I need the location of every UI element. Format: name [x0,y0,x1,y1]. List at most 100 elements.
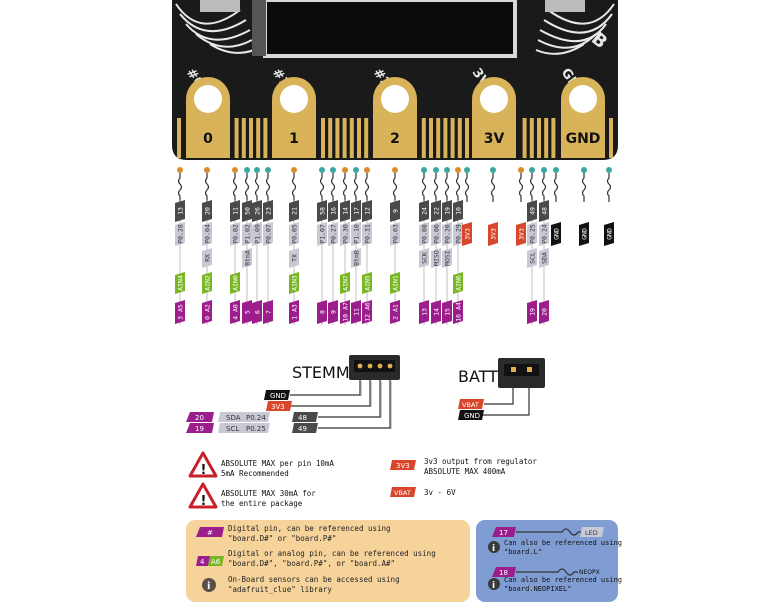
neopixel-note-line1: Can also be referenced using [504,576,622,584]
pin-wire [520,173,523,202]
stemma-scl-pin-label: 49 [298,425,307,433]
pin-wire [543,173,546,202]
pin-analog-tag-label: AIN6 [455,275,463,291]
regulator-line2: ABSOLUTE MAX 400mA [424,467,506,476]
pin-number-tag-label: 10 [455,207,463,215]
pin-digital-tag-label: 2 A1 [392,304,400,320]
pin-wire-tip [529,167,535,173]
stemma-3v3-label: 3V3 [271,403,285,411]
edge-finger [451,118,455,158]
stemma-pin-2 [368,364,373,369]
power-3v3-tag-label: 3V3 [518,228,526,240]
display-screen [265,0,515,56]
pin-wire [267,173,270,202]
pin-analog-tag-label: AIN0 [232,275,240,291]
stemma-scl-num-label: 19 [195,425,204,433]
edge-finger [263,118,267,158]
pin-wire [332,173,335,202]
edge-finger [422,118,426,158]
edge-finger [328,118,332,158]
edge-finger [256,118,260,158]
pin-digital-tag-label: 12 A6 [364,302,372,322]
edge-finger [530,118,534,158]
pin-digital-tag-label: 9 [330,310,338,314]
pin-number-tag-label: 58 [319,207,327,215]
pin-wire-tip [490,167,496,173]
led-pin-label: 17 [499,529,508,537]
batt-title: BATT [458,367,498,386]
pin-number-tag-label: 24 [421,207,429,215]
stemma-sda-pin-label: 48 [298,414,307,422]
pin-func-tag-label: MOSI [444,250,452,266]
pin-wire-tip [606,167,612,173]
pin-wire [234,173,237,202]
vbat-range-text: 3v - 6V [424,488,456,497]
pin-wire-tip [254,167,260,173]
pin-digital-tag-label: 10 A7 [342,302,350,322]
pad-label-4: GND [566,131,601,147]
batt-wires [482,388,529,415]
stemma-sda-chip-label: P0.24 [246,414,266,422]
stemma-pin-4 [388,364,393,369]
pin-chip-tag-label: P0.05 [291,224,299,244]
warning-icon: ! [190,484,216,509]
pin-digital-tag-label: 5 [244,310,252,314]
pad-label-1: 1 [289,131,299,147]
edge-finger [443,118,447,158]
pin-wire-tip [291,167,297,173]
pad-label-3: 3V [484,131,505,147]
pin-wire-tip [232,167,238,173]
pin-wire [435,173,438,202]
pin-number-tag-label: 14 [342,207,350,215]
edge-finger [177,118,181,158]
led-note-line2: "board.L" [504,548,542,556]
edge-finger [436,118,440,158]
power-gnd-tag-label: GND [581,228,589,240]
batt-pin-1 [511,367,516,372]
pin-chip-tag-label: P0.25 [529,224,537,244]
stemma-pin-3 [378,364,383,369]
regulator-3v3-label: 3V3 [396,462,410,470]
neopixel-label: NEOPX [579,569,600,576]
edge-finger [357,118,361,158]
pin-chip-tag-label: P0.30 [342,224,350,244]
vbat-range-tag-label: VBAT [394,489,411,497]
pin-wire [321,173,324,202]
regulator-line1: 3v3 output from regulator [424,457,537,466]
edge-finger [537,118,541,158]
pin-analog-tag-label: AIN7 [342,275,350,291]
svg-text:!: ! [201,463,207,478]
pin-wire [423,173,426,202]
pin-digital-tag-label: 20 [541,308,549,316]
edge-finger [609,118,613,158]
pin-number-tag-label: 13 [177,207,185,215]
pin-wire-tip [518,167,524,173]
warning-package-line1: ABSOLUTE MAX 30mA for [221,489,316,498]
led-label: LED [585,529,598,537]
pin-wire [179,173,182,202]
stemma-sda-label: SDA [226,414,241,422]
pin-wire [293,173,296,202]
power-3v3-tag-label: 3V3 [490,228,498,240]
pin-chip-tag-label: P0.29 [455,224,463,244]
pin-columns: 13P0.28AIN43 A520P0.04RXAIN20 A211P0.02A… [175,167,614,325]
pin-number-tag-label: 21 [291,207,299,215]
warning-per-pin-line1: ABSOLUTE MAX per pin 10mA [221,459,334,468]
pin-digital-tag-label: 1 A3 [291,304,299,320]
neopixel-note-line2: "board.NEOPIXEL" [504,585,571,593]
edge-finger [523,118,527,158]
pin-wire-tip [553,167,559,173]
warning-icon: ! [190,453,216,478]
legend-analog-line1: Digital or analog pin, can be referenced… [228,549,436,558]
edge-finger [544,118,548,158]
pin-wire-tip [392,167,398,173]
pin-number-tag-label: 20 [204,207,212,215]
legend-sensor-line2: "adafruit_clue" library [228,585,332,594]
pin-wire-tip [265,167,271,173]
board: B #0#1#23VGND 0123VGND [172,0,618,160]
stemma-pin-1 [358,364,363,369]
pin-chip-tag-label: P0.03 [392,224,400,244]
warning-per-pin-line2: 5mA Recommended [221,469,289,478]
button-a-cap [200,0,240,12]
pin-analog-tag-label: AIN3 [291,275,299,291]
